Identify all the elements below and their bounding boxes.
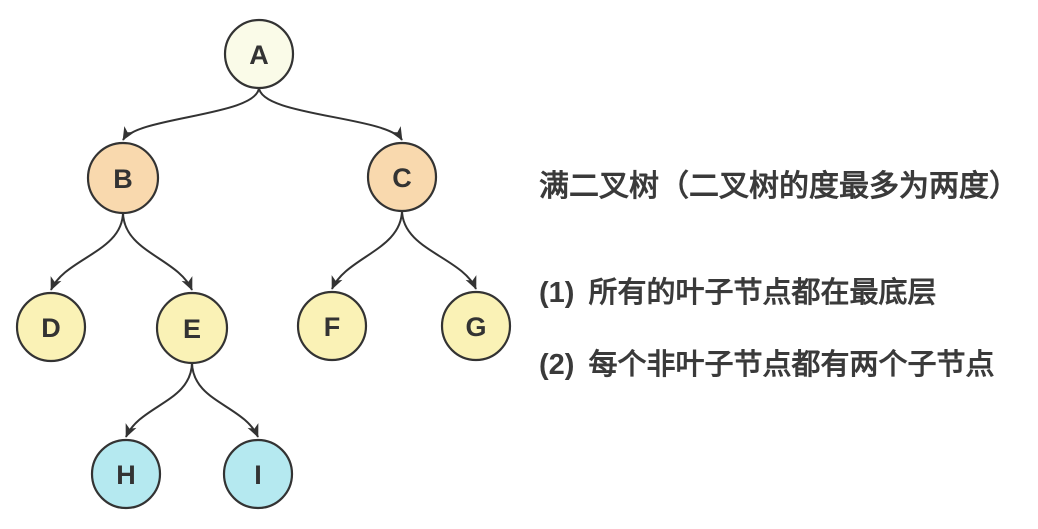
tree-node-E-circle	[155, 291, 229, 365]
tree-node-C: C	[366, 141, 438, 213]
tree-node-F-label: F	[324, 312, 341, 342]
tree-node-F: F	[296, 290, 368, 362]
tree-node-E: E	[155, 291, 229, 365]
edge-B-E	[122, 211, 193, 291]
tree-node-G-circle	[440, 290, 512, 362]
diagram-title: 满二叉树（二叉树的度最多为两度）	[539, 170, 1019, 203]
tree-node-C-circle	[366, 141, 438, 213]
tree-edges	[50, 86, 477, 438]
tree-node-E-label: E	[183, 314, 201, 344]
tree-node-A-circle	[223, 18, 295, 90]
tree-node-G: G	[440, 290, 512, 362]
tree-node-F-circle	[296, 290, 368, 362]
tree-node-A-label: A	[249, 40, 269, 70]
tree-node-I: I	[222, 438, 294, 510]
edge-E-I	[191, 361, 259, 438]
tree-node-G-label: G	[465, 312, 486, 342]
tree-node-C-label: C	[392, 163, 412, 193]
tree-node-B-circle	[86, 141, 160, 215]
edge-A-B	[122, 86, 260, 141]
property-1-text: 所有的叶子节点都在最底层	[588, 277, 937, 309]
tree-node-H-circle	[90, 438, 162, 510]
tree-node-D-circle	[15, 291, 87, 363]
tree-nodes: A B C D E F G H I	[15, 18, 512, 510]
tree-node-D-label: D	[41, 313, 61, 343]
tree-node-I-circle	[222, 438, 294, 510]
binary-tree-diagram: A B C D E F G H I	[15, 18, 512, 510]
edge-C-F	[331, 209, 403, 290]
tree-node-A: A	[223, 18, 295, 90]
tree-node-D: D	[15, 291, 87, 363]
tree-node-H-label: H	[116, 460, 136, 490]
edge-A-C	[258, 86, 403, 141]
property-2-text: 每个非叶子节点都有两个子节点	[588, 349, 995, 381]
tree-node-I-label: I	[254, 460, 262, 490]
tree-node-H: H	[90, 438, 162, 510]
edge-B-D	[50, 211, 124, 291]
property-2-number: (2)	[539, 349, 575, 381]
edge-E-H	[125, 361, 193, 438]
property-1-number: (1)	[539, 277, 575, 309]
property-item-1: (1) 所有的叶子节点都在最底层	[539, 276, 1038, 310]
tree-node-B-label: B	[113, 164, 133, 194]
tree-node-B: B	[86, 141, 160, 215]
property-item-2: (2) 每个非叶子节点都有两个子节点	[539, 348, 1038, 382]
edge-C-G	[401, 209, 477, 290]
